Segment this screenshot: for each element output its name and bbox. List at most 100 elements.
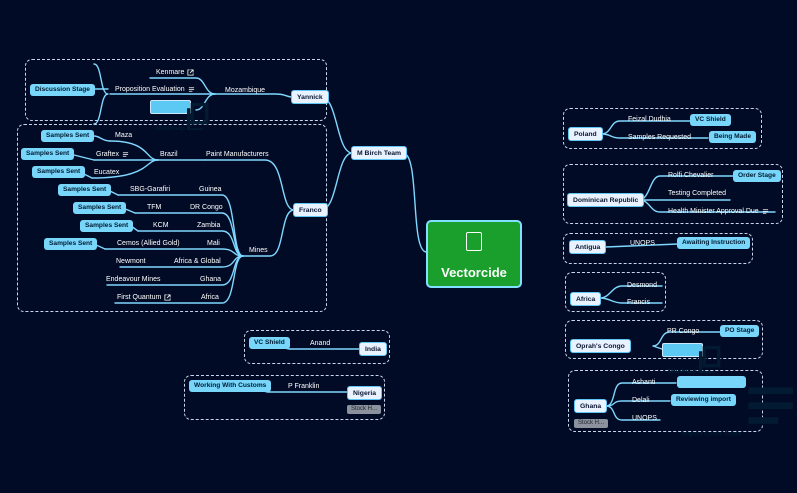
proposition-label: Proposition Evaluation xyxy=(115,86,185,93)
node-africa-global[interactable]: Africa & Global xyxy=(174,258,221,265)
link-poland xyxy=(600,120,709,139)
node-brazil[interactable]: Brazil xyxy=(160,151,178,158)
node-ghana-mines[interactable]: Ghana xyxy=(200,276,222,283)
status-discussion-stage[interactable]: Discussion Stage xyxy=(30,84,95,96)
status-samples-sent-kcm[interactable]: Samples Sent xyxy=(80,220,134,232)
node-antigua[interactable]: Antigua xyxy=(569,240,607,254)
node-franco[interactable]: Franco xyxy=(293,203,328,217)
node-mozambique[interactable]: Mozambique xyxy=(225,87,266,94)
notes-icon[interactable] xyxy=(188,86,195,93)
health-minister-label: Health Minister Approval Due xyxy=(668,208,759,215)
node-dominican-republic[interactable]: Dominican Republic xyxy=(567,193,645,207)
group-antigua xyxy=(563,233,753,264)
group-india xyxy=(244,330,390,364)
status-po-stage[interactable]: PO Stage xyxy=(720,325,760,337)
status-working-with-customs[interactable]: Working With Customs xyxy=(189,380,272,392)
stock-tag-ghana[interactable]: Stock H... xyxy=(574,419,609,428)
status-samples-sent-cemos[interactable]: Samples Sent xyxy=(44,238,98,250)
node-paint-manufacturers[interactable]: Paint Manufacturers xyxy=(206,151,269,158)
node-sbg-garafiri[interactable]: SBG-Garafiri xyxy=(130,186,171,193)
node-yannick[interactable]: Yannick xyxy=(291,90,329,104)
node-nigeria[interactable]: Nigeria xyxy=(347,386,383,400)
stock-tag-nigeria[interactable]: Stock H... xyxy=(347,405,382,414)
status-import-costs-issue[interactable]: Import Costs Issue xyxy=(677,376,794,437)
status-awaiting-instruction[interactable]: Awaiting Instruction xyxy=(677,237,751,249)
node-francis[interactable]: Francis xyxy=(627,299,650,306)
status-samples-sent-maza[interactable]: Samples Sent xyxy=(41,130,95,142)
node-africa-mines[interactable]: Africa xyxy=(201,294,219,301)
group-nigeria xyxy=(184,375,385,420)
link-ss-graftex xyxy=(73,154,95,161)
node-mines[interactable]: Mines xyxy=(249,247,268,254)
link-moz-mm xyxy=(195,93,216,111)
node-endeavour-mines[interactable]: Endeavour Mines xyxy=(106,276,161,283)
node-kenmare[interactable]: Kenmare xyxy=(156,68,194,77)
central-label: Vectorcide xyxy=(441,265,507,280)
status-india-vc-shield[interactable]: VC Shield xyxy=(249,337,290,349)
node-p-franklin[interactable]: P Franklin xyxy=(288,383,320,390)
notes-icon[interactable] xyxy=(122,151,129,158)
group-franco xyxy=(17,124,327,312)
status-samples-sent-sbg[interactable]: Samples Sent xyxy=(58,184,112,196)
status-poland-vc-shield[interactable]: VC Shield xyxy=(690,114,731,126)
status-reviewing-import[interactable]: Reviewing import xyxy=(671,394,736,406)
node-first-quantum[interactable]: First Quantum xyxy=(117,293,171,302)
group-africa xyxy=(565,272,666,312)
node-newmont[interactable]: Newmont xyxy=(116,258,146,265)
link-brazil-eucatex xyxy=(91,159,159,179)
graftex-label: Graftex xyxy=(96,151,119,158)
link-antigua xyxy=(605,243,679,248)
link-paint-franco xyxy=(204,159,295,211)
status-samples-sent-tfm[interactable]: Samples Sent xyxy=(73,202,127,214)
node-kcm[interactable]: KCM xyxy=(153,222,169,229)
node-india[interactable]: India xyxy=(359,342,387,356)
external-link-icon[interactable] xyxy=(187,69,194,76)
node-africa-right[interactable]: Africa xyxy=(570,292,602,306)
node-mali[interactable]: Mali xyxy=(207,240,220,247)
link-birch-central xyxy=(402,152,427,253)
node-guinea[interactable]: Guinea xyxy=(199,186,222,193)
central-node-vectorcide[interactable]: Vectorcide xyxy=(426,220,522,288)
node-desmond[interactable]: Desmond xyxy=(627,282,657,289)
node-maza[interactable]: Maza xyxy=(115,132,133,139)
external-link-icon[interactable] xyxy=(164,294,171,301)
link-africa xyxy=(599,285,663,304)
mindmap-link-yannick[interactable]: Mindmap xyxy=(150,100,209,132)
node-m-birch-team[interactable]: M Birch Team xyxy=(351,146,408,160)
group-dominican xyxy=(563,164,783,224)
node-delali[interactable]: Delali xyxy=(632,397,650,404)
status-samples-sent-eucatex[interactable]: Samples Sent xyxy=(32,166,86,178)
import-costs-label: Import Costs Issue xyxy=(682,430,742,438)
status-samples-sent-graftex[interactable]: Samples Sent xyxy=(21,148,75,160)
node-unops-ghana[interactable]: UNOPS xyxy=(632,415,657,422)
node-graftex[interactable]: Graftex xyxy=(96,150,129,159)
notes-icon xyxy=(748,387,794,424)
node-testing-completed[interactable]: Testing Completed xyxy=(668,190,726,197)
link-oprah xyxy=(652,331,721,350)
status-being-made[interactable]: Being Made xyxy=(709,131,757,143)
node-health-minister[interactable]: Health Minister Approval Due xyxy=(668,207,769,216)
link-mines-africa xyxy=(114,255,244,304)
mindmap-link-oprah[interactable]: Mindmap xyxy=(662,343,721,375)
node-pr-congo[interactable]: PR Congo xyxy=(667,328,700,335)
node-zambia[interactable]: Zambia xyxy=(197,222,221,229)
calculator-icon xyxy=(466,232,482,251)
node-cemos[interactable]: Cemos (Allied Gold) xyxy=(117,240,180,247)
node-dr-congo[interactable]: DR Congo xyxy=(190,204,223,211)
notes-icon[interactable] xyxy=(762,208,769,215)
status-order-stage[interactable]: Order Stage xyxy=(733,170,781,182)
node-ghana-right[interactable]: Ghana xyxy=(574,399,608,413)
link-ss-maza xyxy=(93,135,111,142)
node-tfm[interactable]: TFM xyxy=(147,204,162,211)
node-ashanti[interactable]: Ashanti xyxy=(632,379,656,386)
node-eucatex[interactable]: Eucatex xyxy=(94,169,120,176)
node-samples-requested[interactable]: Samples Requested xyxy=(628,134,692,141)
node-poland[interactable]: Poland xyxy=(568,127,603,141)
node-unops-antigua[interactable]: UNOPS xyxy=(630,240,655,247)
node-proposition-evaluation[interactable]: Proposition Evaluation xyxy=(115,85,195,94)
node-feizal-dudhia[interactable]: Feizal Dudhia xyxy=(628,116,671,123)
node-anand[interactable]: Anand xyxy=(310,340,331,347)
mindmap-label-oprah: Mindmap xyxy=(668,367,697,375)
node-rolfi-chevalier[interactable]: Rolfi Chevalier xyxy=(668,172,714,179)
node-oprahs-congo[interactable]: Oprah's Congo xyxy=(570,339,631,353)
